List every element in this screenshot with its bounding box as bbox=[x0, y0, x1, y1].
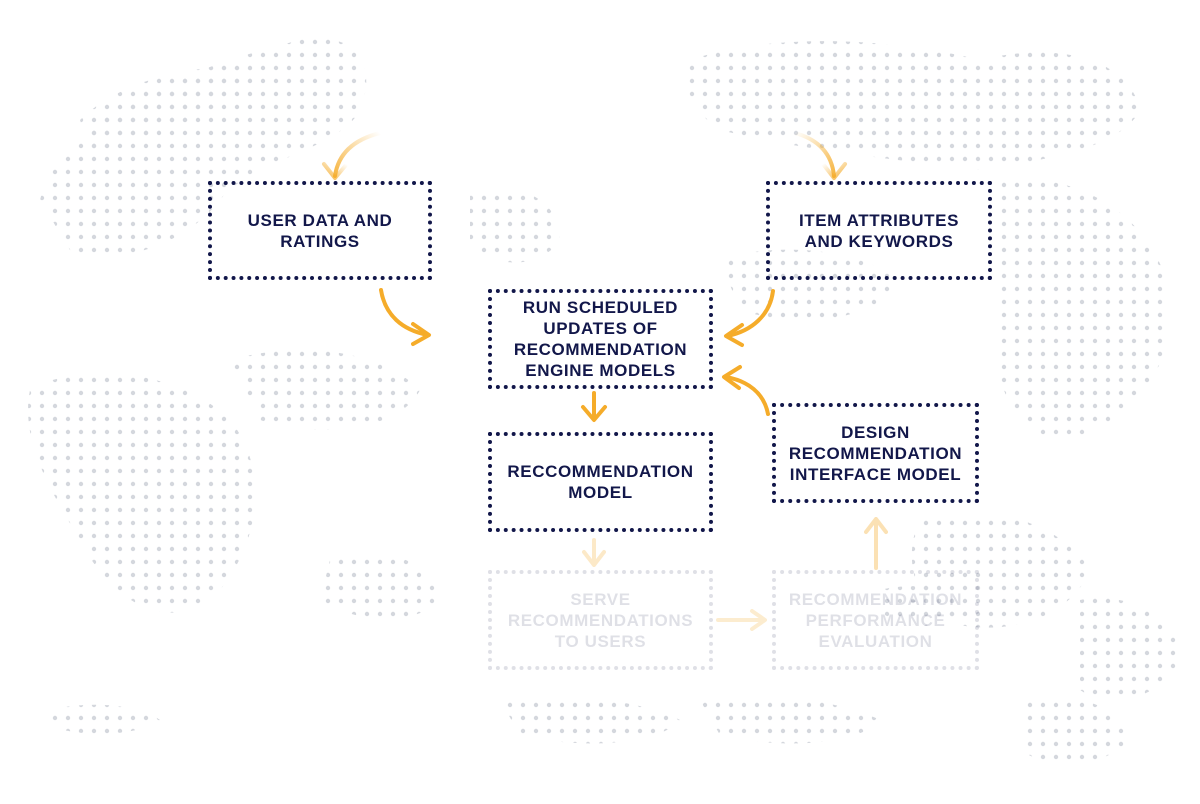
node-run-updates: RUN SCHEDULED UPDATES OF RECOMMENDATION … bbox=[488, 289, 713, 389]
node-user-data-label: USER DATA AND RATINGS bbox=[247, 210, 393, 251]
arrow-item-attributes-to-run-updates bbox=[724, 289, 775, 347]
node-run-updates-label: RUN SCHEDULED UPDATES OF RECOMMENDATION … bbox=[513, 298, 688, 380]
node-serve-recommendations: SERVE RECOMMENDATIONS TO USERS bbox=[488, 570, 713, 670]
node-serve-recommendations-label: SERVE RECOMMENDATIONS TO USERS bbox=[507, 589, 694, 651]
node-design-interface-label: DESIGN RECOMMENDATION INTERFACE MODEL bbox=[788, 422, 963, 484]
node-design-interface: DESIGN RECOMMENDATION INTERFACE MODEL bbox=[772, 403, 979, 503]
node-performance-evaluation-label: RECOMMENDATION PERFORMANCE EVALUATION bbox=[788, 589, 963, 651]
node-recommendation-model-label: RECCOMMENDATION MODEL bbox=[507, 462, 694, 502]
arrow-model-to-serve bbox=[582, 538, 606, 567]
node-performance-evaluation: RECOMMENDATION PERFORMANCE EVALUATION bbox=[772, 570, 979, 670]
arrow-into-item-attributes bbox=[793, 131, 847, 180]
arrow-evaluation-to-design bbox=[864, 517, 888, 570]
arrow-run-updates-to-model bbox=[581, 391, 607, 422]
arrow-design-interface-to-run-updates bbox=[722, 365, 770, 416]
node-item-attributes-label: ITEM ATTRIBUTES AND KEYWORDS bbox=[798, 210, 960, 251]
node-recommendation-model: RECCOMMENDATION MODEL bbox=[488, 432, 713, 532]
arrow-serve-to-evaluation bbox=[716, 609, 767, 631]
arrow-into-user-data bbox=[322, 131, 382, 180]
node-item-attributes: ITEM ATTRIBUTES AND KEYWORDS bbox=[766, 181, 992, 280]
node-user-data: USER DATA AND RATINGS bbox=[208, 181, 432, 280]
arrow-user-data-to-run-updates bbox=[379, 288, 431, 346]
